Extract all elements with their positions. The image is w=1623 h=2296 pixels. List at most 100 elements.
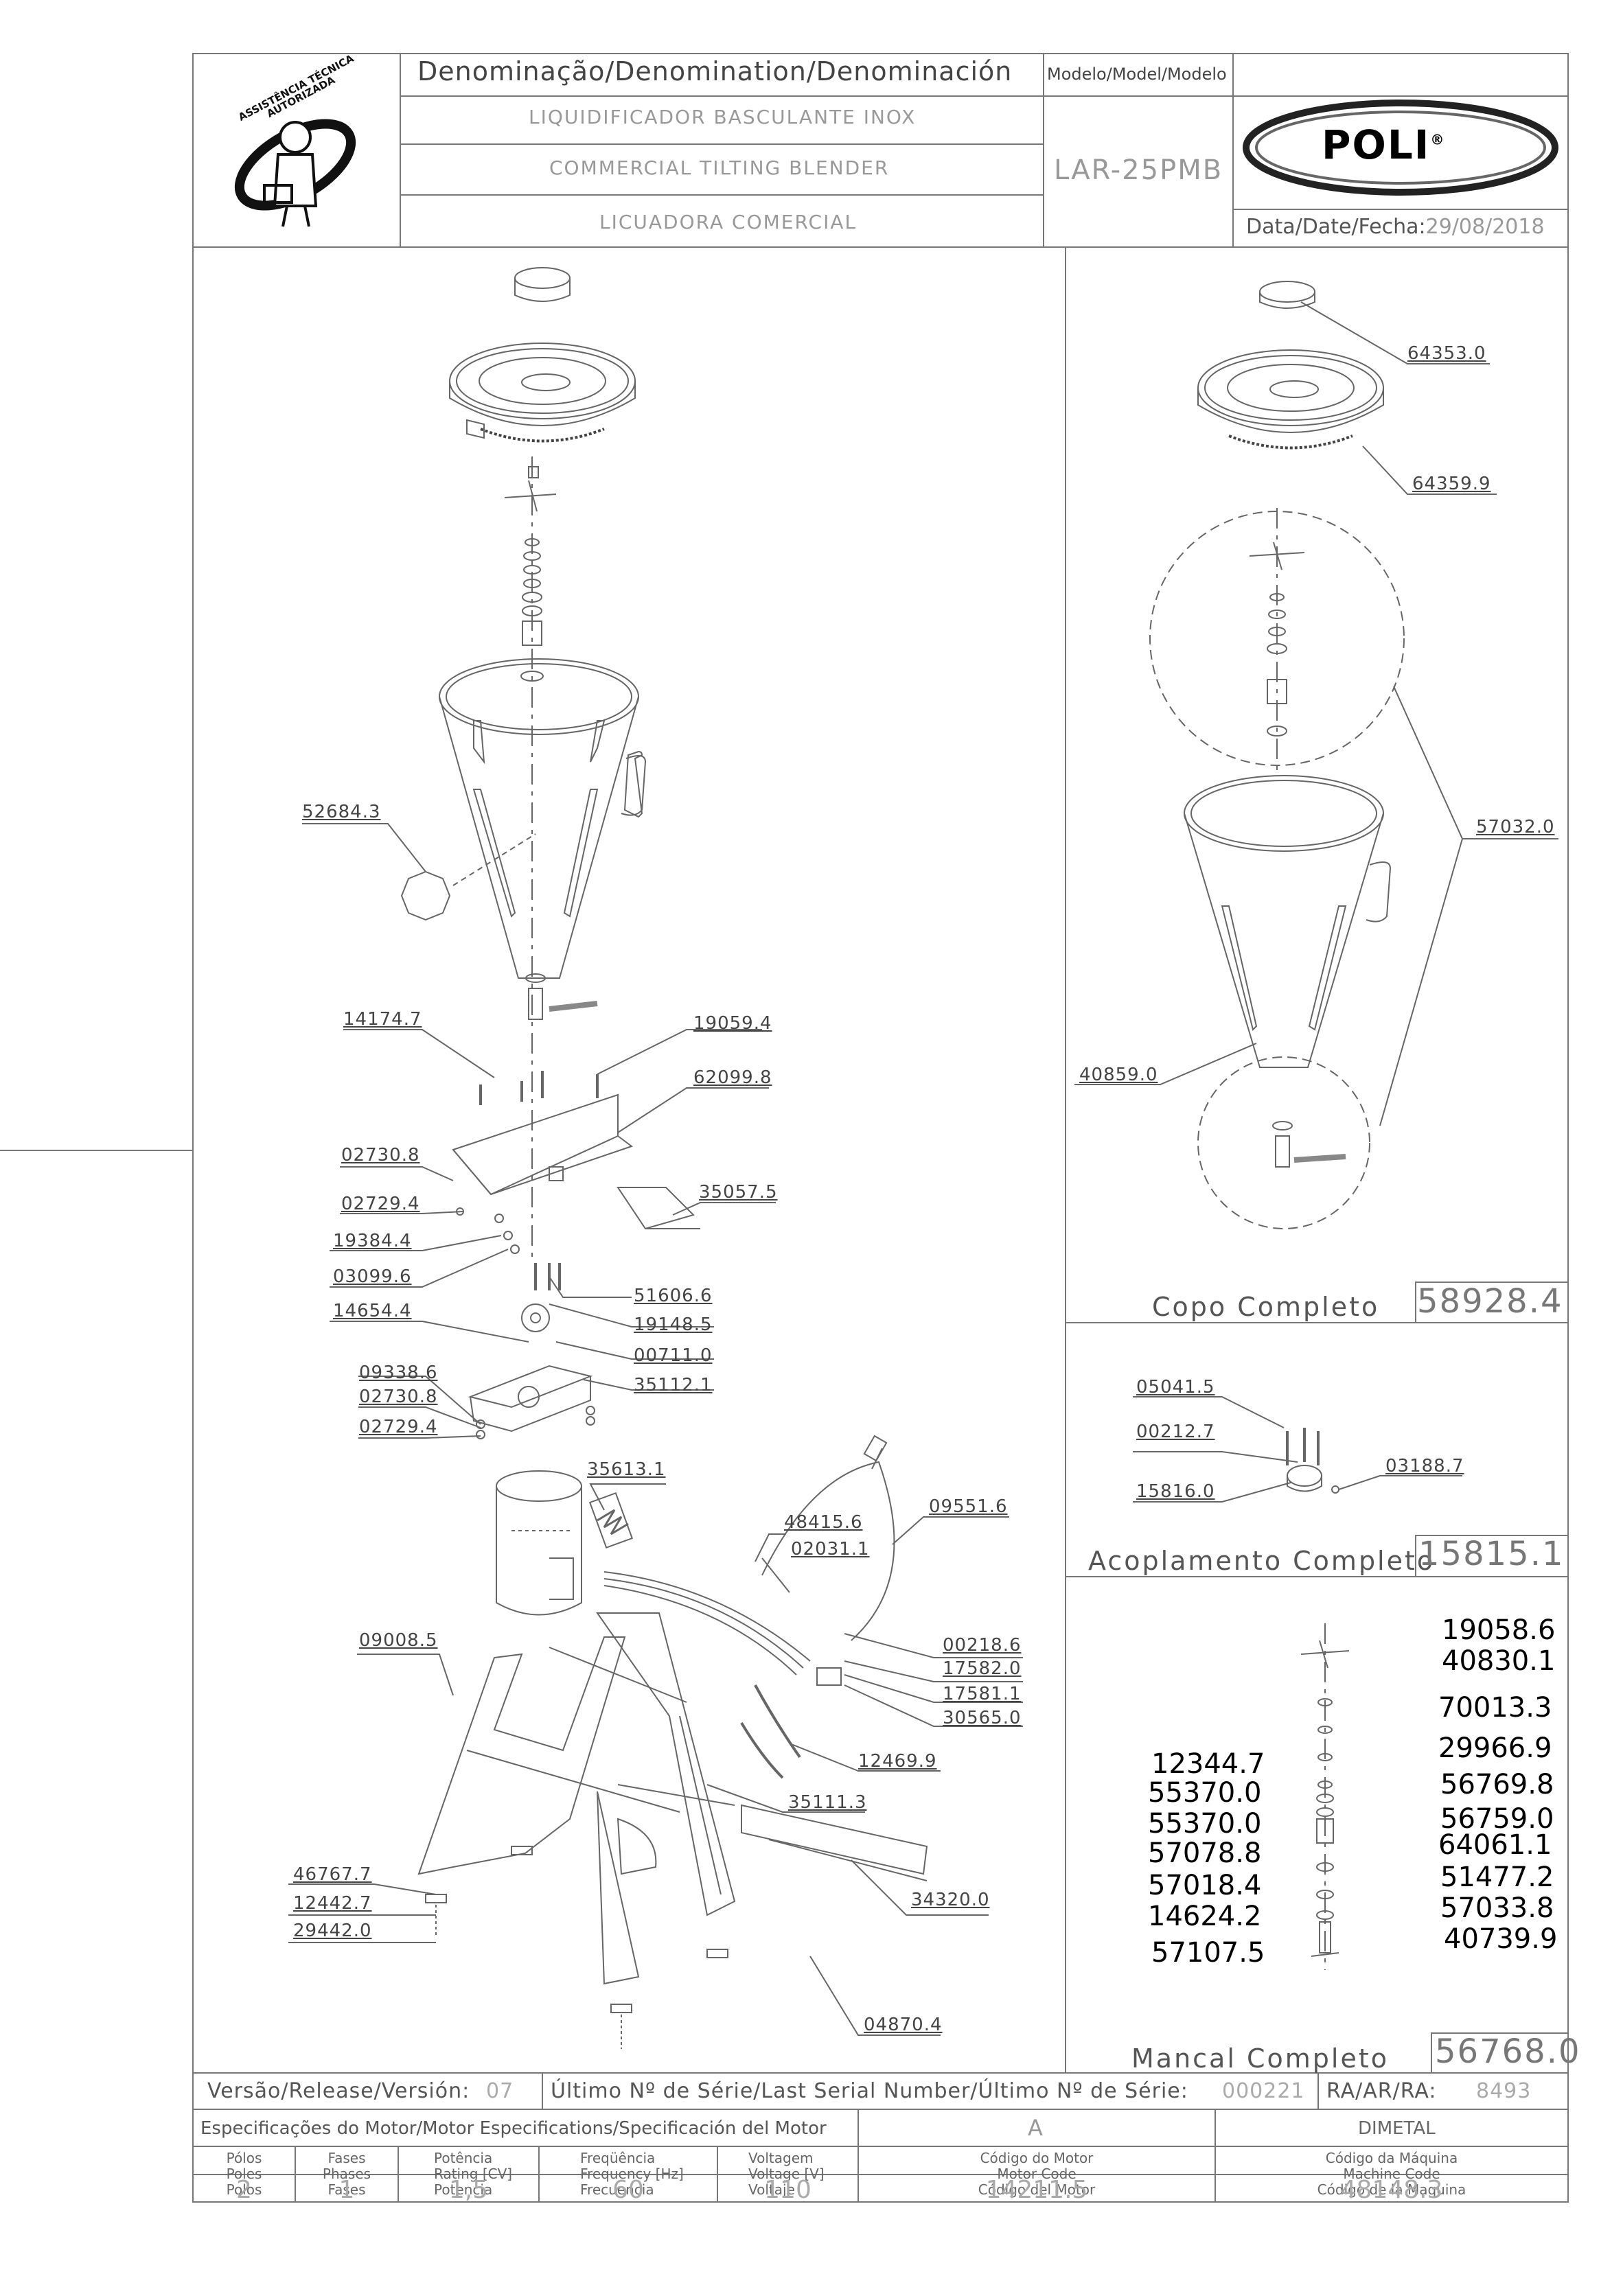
mancal-part-5: 56769.8 [1440, 1769, 1554, 1800]
callout-14174-7: 14174.7 [343, 1009, 422, 1030]
callout-12442-7: 12442.7 [293, 1893, 372, 1914]
callout-30565-0: 30565.0 [943, 1708, 1022, 1728]
callout-00212-7: 00212.7 [1136, 1422, 1215, 1442]
main-exploded-parts [400, 267, 928, 2049]
callout-09008-5: 09008.5 [359, 1630, 438, 1651]
mancal-part-17: 57107.5 [1151, 1937, 1265, 1969]
mancal-part-7: 64061.1 [1438, 1829, 1552, 1861]
mancal-part-12: 55370.0 [1148, 1777, 1262, 1809]
callout-15816-0: 15816.0 [1136, 1481, 1215, 1502]
mancal-part-14: 57078.8 [1148, 1837, 1262, 1869]
callout-64353-0: 64353.0 [1407, 343, 1486, 364]
model-number: LAR-25PMB [1054, 154, 1223, 186]
poli-logo-ellipse [1243, 100, 1558, 196]
copo-completo-title: Copo Completo [1152, 1292, 1380, 1322]
mancal-part-1: 19058.6 [1442, 1614, 1556, 1646]
callout-00711-0: 00711.0 [634, 1345, 713, 1366]
val-power: 1,5 [448, 2176, 489, 2204]
callout-19384-4: 19384.4 [333, 1231, 412, 1251]
description-en: COMMERCIAL TILTING BLENDER [549, 156, 890, 179]
callout-12469-9: 12469.9 [858, 1751, 937, 1772]
mancal-part-3: 70013.3 [1438, 1692, 1552, 1724]
mancal-part-11: 12344.7 [1151, 1748, 1265, 1780]
acoplamento-parts [1133, 1396, 1462, 1503]
callout-03188-7: 03188.7 [1385, 1456, 1464, 1476]
callout-29442-0: 29442.0 [293, 1921, 372, 1941]
callout-09338-6: 09338.6 [359, 1362, 438, 1383]
mancal-part-8: 51477.2 [1440, 1862, 1554, 1893]
callout-14654-4: 14654.4 [333, 1301, 412, 1321]
callout-17582-0: 17582.0 [943, 1658, 1022, 1679]
col-power: Potência Rating [CV] Potencia [434, 2150, 513, 2198]
callout-03099-6: 03099.6 [333, 1266, 412, 1287]
main-leader-lines [288, 823, 1023, 2036]
version-value: 07 [486, 2079, 514, 2103]
date-row: Data/Date/Fecha:29/08/2018 [1246, 217, 1545, 237]
callout-00218-6: 00218.6 [943, 1635, 1022, 1656]
callout-46767-7: 46767.7 [293, 1864, 372, 1885]
copo-completo-code: 58928.4 [1417, 1282, 1563, 1321]
copo-leader-lines [1074, 301, 1558, 1126]
acoplamento-completo-code: 15815.1 [1418, 1535, 1565, 1573]
callout-35112-1: 35112.1 [634, 1375, 713, 1395]
val-voltage: 110 [764, 2176, 812, 2204]
callout-57032-0: 57032.0 [1476, 817, 1555, 837]
mancal-part-2: 40830.1 [1442, 1645, 1556, 1677]
motor-spec-title: Especificações do Motor/Motor Especifica… [200, 2118, 827, 2139]
mancal-part-16: 14624.2 [1148, 1901, 1262, 1932]
callout-19059-4: 19059.4 [693, 1013, 772, 1034]
val-motor-code: 14211.5 [985, 2176, 1088, 2204]
col-poles: Pólos Poles Polos [226, 2150, 262, 2198]
callout-35111-3: 35111.3 [788, 1792, 867, 1813]
motor-maker: DIMETAL [1358, 2118, 1436, 2139]
callout-02729-4b: 02729.4 [359, 1417, 438, 1437]
callout-05041-5: 05041.5 [1136, 1377, 1215, 1398]
poli-logo: POLI® [1322, 121, 1446, 168]
callout-17581-1: 17581.1 [943, 1684, 1022, 1704]
callout-35057-5: 35057.5 [699, 1182, 778, 1203]
mancal-parts [1300, 1623, 1350, 1970]
callout-35613-1: 35613.1 [587, 1459, 666, 1480]
mancal-part-6: 56759.0 [1440, 1803, 1554, 1835]
callout-51606-6: 51606.6 [634, 1286, 713, 1306]
copo-completo-parts [1149, 281, 1405, 1229]
callout-62099-8: 62099.8 [693, 1067, 772, 1088]
ra-label: RA/AR/RA: [1326, 2079, 1437, 2103]
val-machine-code: 48148.3 [1340, 2176, 1443, 2204]
motor-class: A [1028, 2115, 1043, 2141]
denomination-label: Denominação/Denomination/Denominación [417, 56, 1013, 86]
mancal-part-9: 57033.8 [1440, 1892, 1554, 1924]
sheet-frame [192, 53, 1569, 2203]
col-voltage: Voltagem Voltage [V] Voltaje [748, 2150, 825, 2198]
version-label: Versão/Release/Versión: [207, 2079, 470, 2103]
col-phases: Fases Phases Fases [322, 2150, 371, 2198]
octagon-part [400, 870, 451, 921]
authorized-service-seal [234, 119, 356, 227]
callout-19148-5: 19148.5 [634, 1314, 713, 1335]
val-phases: 1 [338, 2176, 355, 2204]
callout-48415-6: 48415.6 [784, 1512, 863, 1533]
serial-value: 000221 [1222, 2079, 1305, 2103]
callout-40859-0: 40859.0 [1079, 1065, 1158, 1085]
mancal-part-4: 29966.9 [1438, 1732, 1552, 1764]
mancal-part-15: 57018.4 [1148, 1870, 1262, 1901]
mancal-completo-title: Mancal Completo [1131, 2043, 1389, 2074]
date-label: Data/Date/Fecha: [1246, 215, 1426, 239]
val-poles: 2 [236, 2176, 252, 2204]
col-machine-code: Código da Máquina Machine Code Código de… [1317, 2150, 1466, 2198]
mancal-part-13: 55370.0 [1148, 1808, 1262, 1840]
callout-02729-4: 02729.4 [341, 1194, 420, 1214]
serial-label: Último Nº de Série/Last Serial Number/Úl… [551, 2079, 1188, 2103]
description-es: LICUADORA COMERCIAL [599, 211, 857, 233]
callout-02730-8: 02730.8 [341, 1145, 420, 1166]
col-motor-code: Código do Motor Motor Code Código del Mo… [978, 2150, 1096, 2198]
callout-04870-4: 04870.4 [864, 2015, 943, 2035]
mancal-part-10: 40739.9 [1444, 1923, 1558, 1955]
col-frequency: Freqüência Frequency [Hz] Frecuencia [580, 2150, 684, 2198]
description-pt: LIQUIDIFICADOR BASCULANTE INOX [529, 106, 917, 128]
model-label: Modelo/Model/Modelo [1047, 65, 1227, 84]
acoplamento-completo-title: Acoplamento Completo [1088, 1546, 1436, 1576]
date-value: 29/08/2018 [1425, 215, 1545, 239]
